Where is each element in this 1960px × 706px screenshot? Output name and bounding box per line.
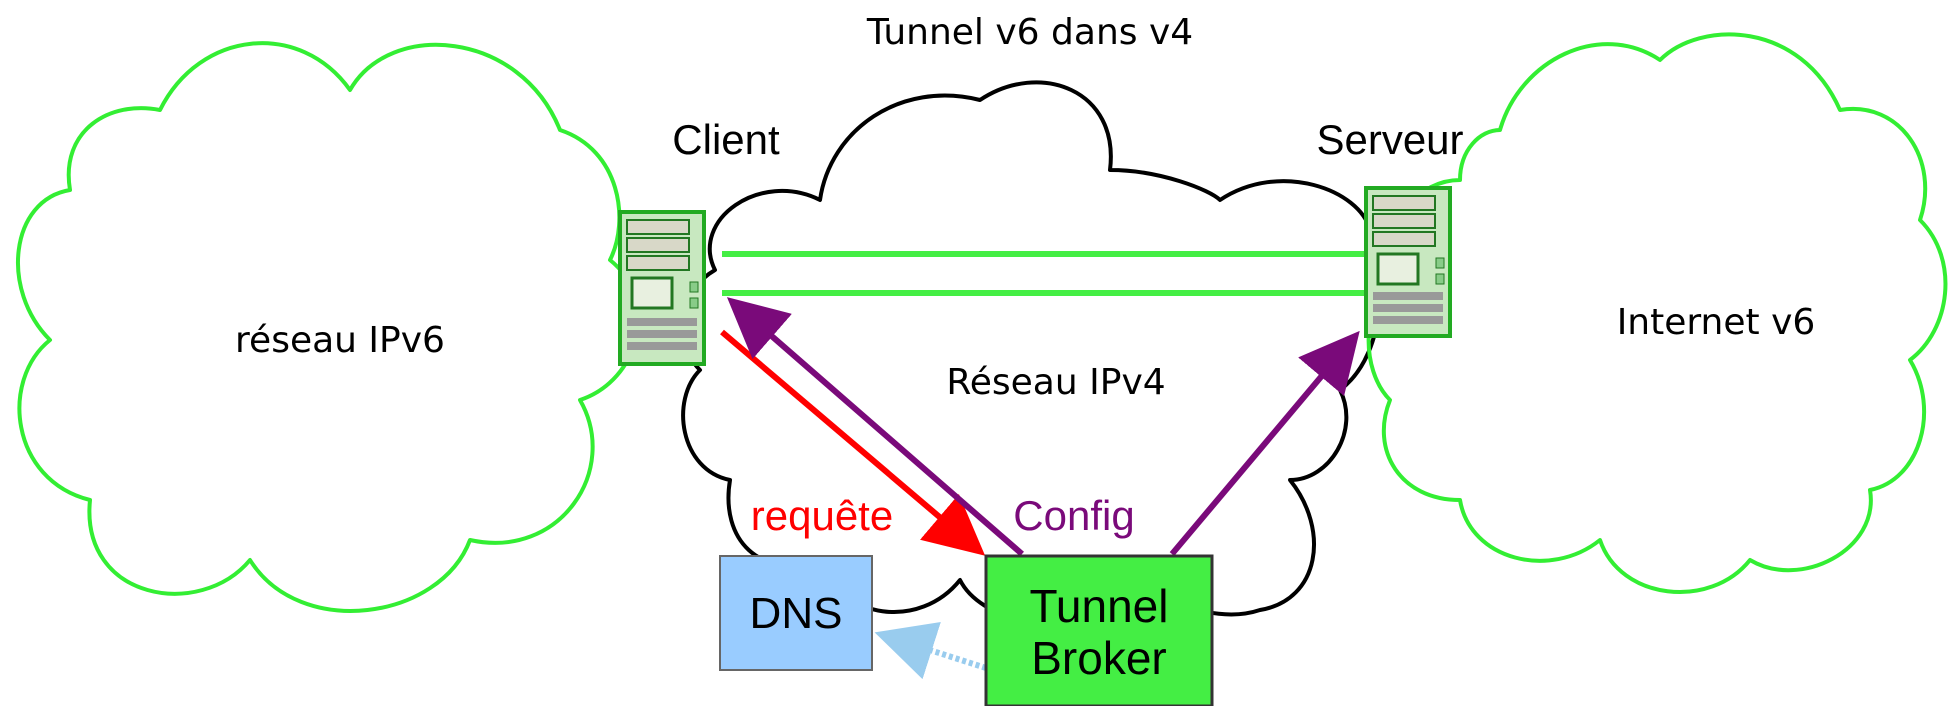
config-label: Config [1013,492,1134,539]
serveur-label: Serveur [1316,116,1463,163]
request-label: requête [751,492,893,539]
client-label: Client [672,116,780,163]
serveur-server-icon [1364,186,1452,338]
ipv6-network-label: réseau IPv6 [235,320,445,361]
broker-label-line2: Broker [1031,632,1166,684]
request-arrow [720,329,986,556]
config-arrow-to-serveur [1169,330,1360,556]
dns-link-arrow [874,622,987,680]
dns-box [719,555,873,671]
ipv6-network-cloud [16,41,641,613]
ipv4-network-label: Réseau IPv4 [946,362,1165,403]
internet-v6-label: Internet v6 [1617,302,1816,343]
client-server-icon [618,210,706,366]
dns-label: DNS [750,589,843,638]
tunnel-title: Tunnel v6 dans v4 [866,12,1193,53]
config-arrow-to-client [726,297,1024,557]
broker-label-line1: Tunnel [1030,580,1169,632]
tunnel-broker-box [984,554,1214,706]
